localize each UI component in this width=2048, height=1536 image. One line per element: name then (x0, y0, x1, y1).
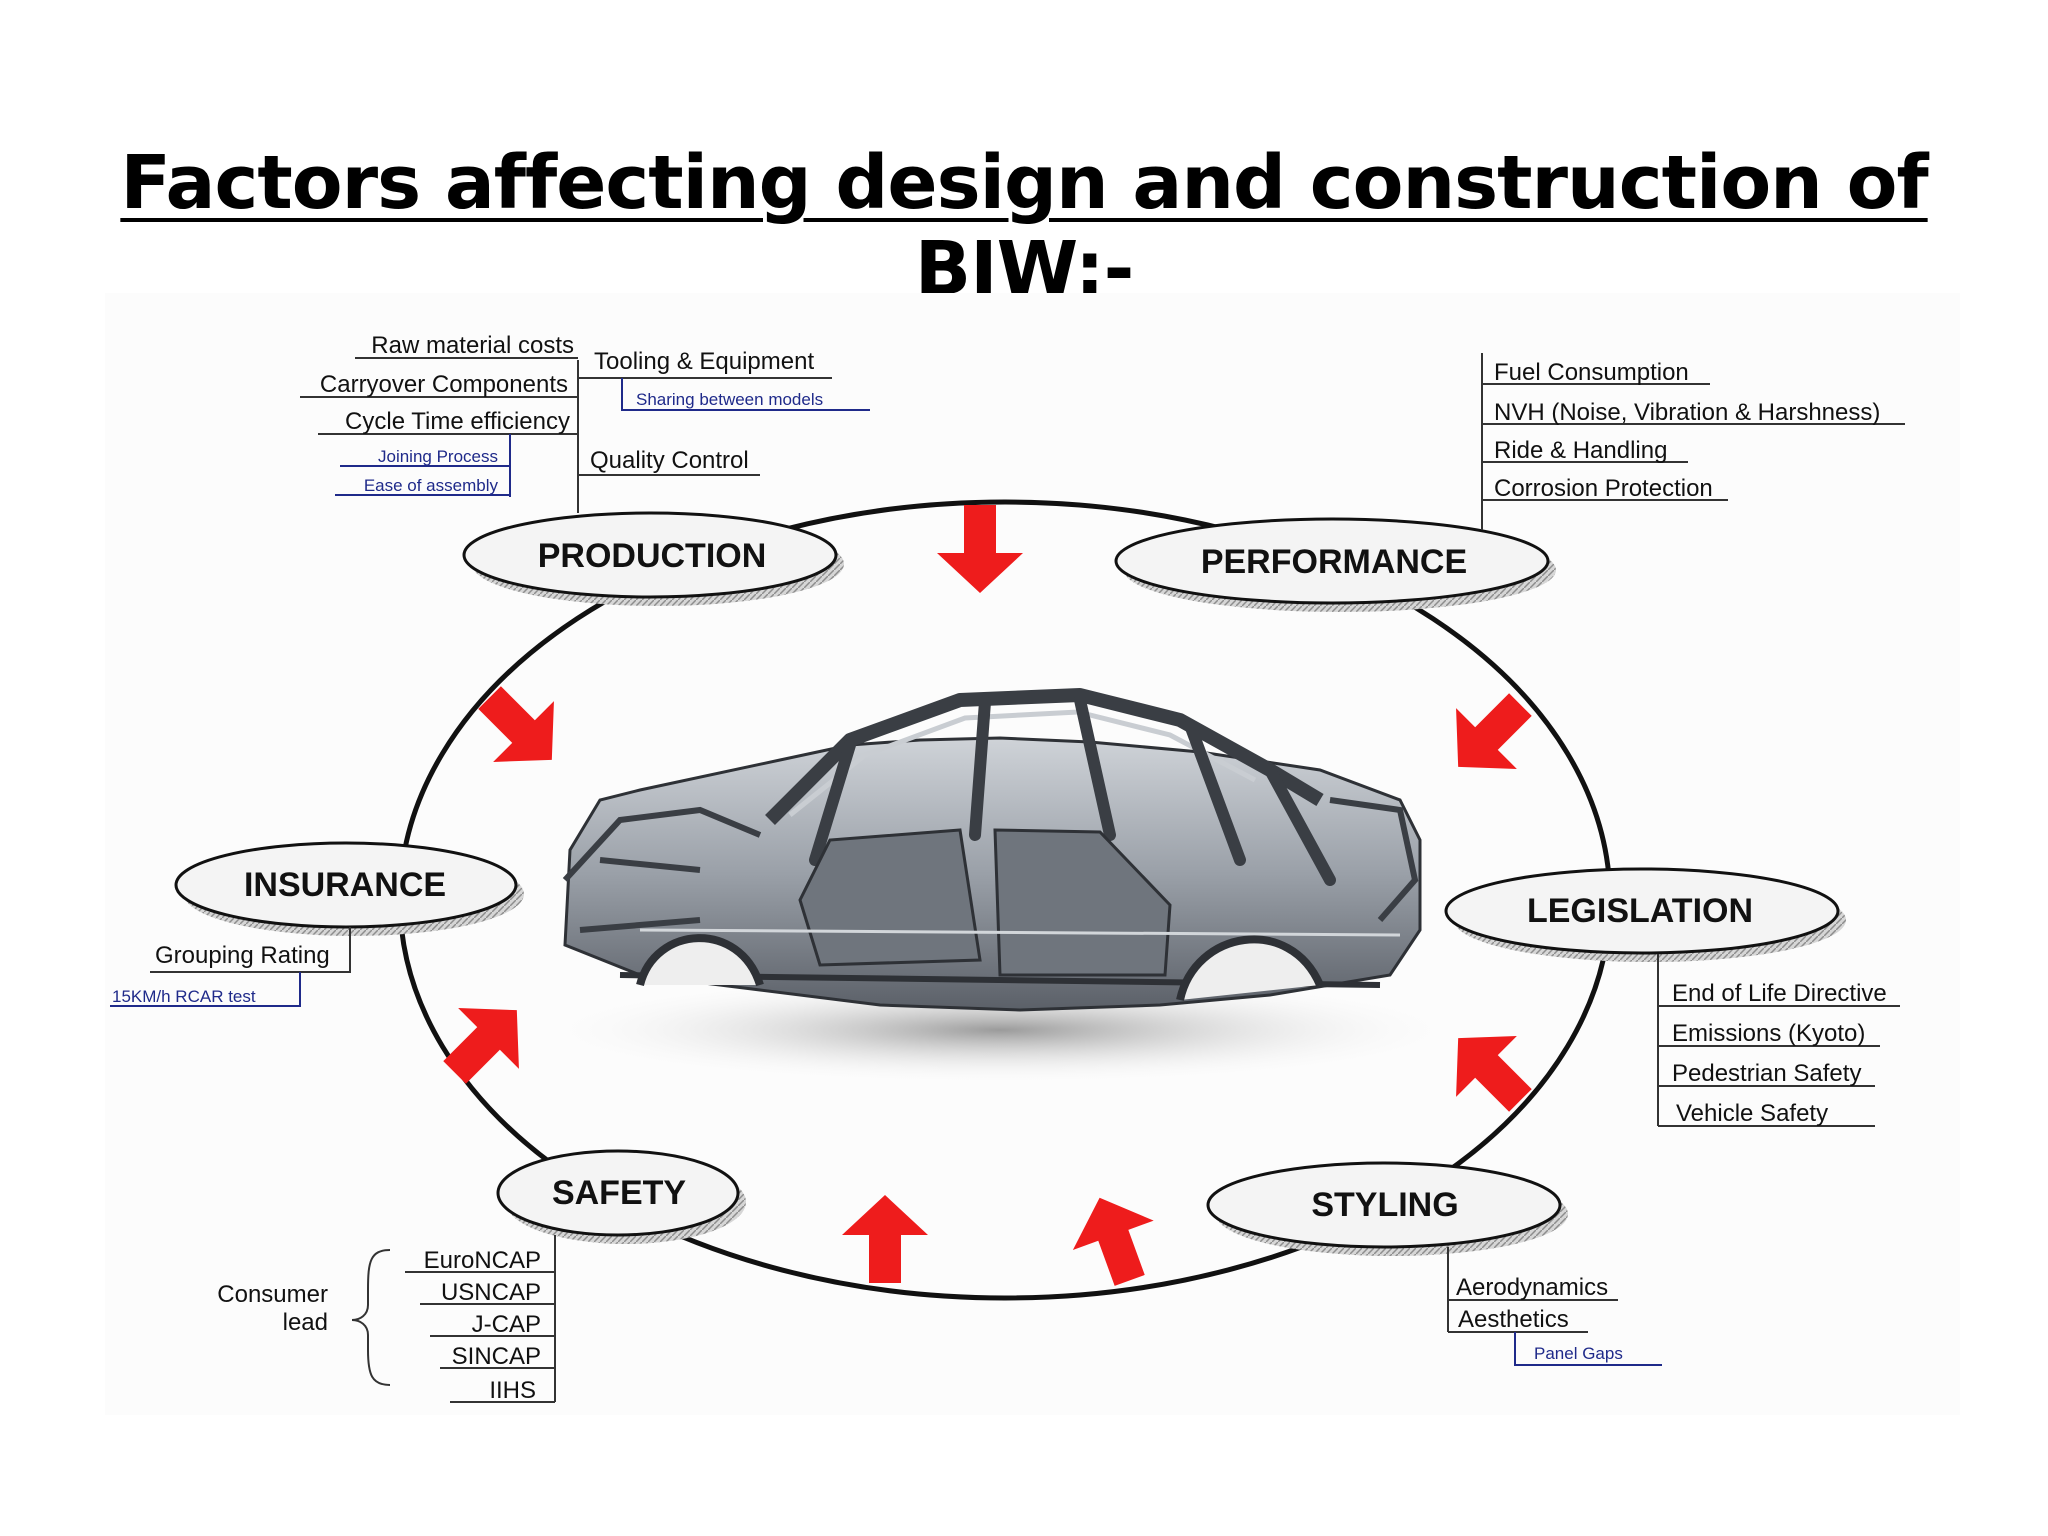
arrow-upper-left (478, 686, 554, 762)
legislation-branches (1657, 954, 1900, 1127)
styling-sub-panel-gaps: Panel Gaps (1534, 1344, 1623, 1363)
insurance-sub-rcar: 15KM/h RCAR test (112, 987, 256, 1006)
arrow-top (937, 505, 1023, 593)
production-item-raw-material: Raw material costs (371, 332, 574, 359)
production-item-cycle-time: Cycle Time efficiency (345, 408, 570, 435)
legislation-item-end-of-life: End of Life Directive (1672, 980, 1887, 1007)
car-body-in-white-illustration (530, 688, 1470, 1085)
styling-branches (1447, 1247, 1662, 1366)
safety-item-iihs: IIHS (489, 1377, 536, 1404)
arrow-group (443, 505, 1532, 1286)
arrow-bottom-right (1072, 1197, 1154, 1286)
safety-group-label-line1: Consumer (217, 1281, 328, 1308)
production-branches (300, 357, 870, 513)
production-sub-ease-assembly: Ease of assembly (364, 476, 499, 495)
performance-item-ride: Ride & Handling (1494, 437, 1667, 464)
hub-performance-label: PERFORMANCE (1201, 543, 1467, 581)
hub-insurance-label: INSURANCE (244, 866, 446, 904)
safety-item-jcap: J-CAP (472, 1311, 541, 1338)
performance-item-corrosion: Corrosion Protection (1494, 475, 1713, 502)
hub-production: PRODUCTION (462, 511, 844, 606)
hub-styling-label: STYLING (1311, 1186, 1458, 1224)
safety-item-euroncap: EuroNCAP (424, 1247, 541, 1274)
legislation-item-pedestrian: Pedestrian Safety (1672, 1060, 1861, 1087)
safety-branches (351, 1235, 556, 1403)
performance-item-fuel: Fuel Consumption (1494, 359, 1689, 386)
styling-item-aesthetics: Aesthetics (1458, 1306, 1569, 1333)
production-item-quality: Quality Control (590, 447, 749, 474)
safety-item-usncap: USNCAP (441, 1279, 541, 1306)
production-item-carryover: Carryover Components (320, 371, 568, 398)
hub-safety-label: SAFETY (552, 1174, 686, 1212)
hub-safety: SAFETY (496, 1149, 746, 1244)
hub-styling: STYLING (1206, 1161, 1568, 1256)
hub-insurance: INSURANCE (174, 841, 524, 936)
insurance-item-grouping: Grouping Rating (155, 942, 330, 969)
production-sub-joining: Joining Process (378, 447, 498, 466)
hub-legislation: LEGISLATION (1444, 867, 1846, 962)
arrow-lower-right (1456, 1036, 1532, 1112)
legislation-item-vehicle: Vehicle Safety (1676, 1100, 1828, 1127)
safety-item-sincap: SINCAP (452, 1343, 541, 1370)
hub-performance: PERFORMANCE (1114, 517, 1556, 612)
safety-group-label-line2: lead (283, 1309, 328, 1336)
production-sub-sharing: Sharing between models (636, 390, 823, 409)
arrow-upper-right (1456, 693, 1532, 769)
performance-item-nvh: NVH (Noise, Vibration & Harshness) (1494, 399, 1880, 426)
performance-branches (1481, 353, 1905, 530)
hub-production-label: PRODUCTION (538, 537, 767, 575)
arrow-bottom-left (842, 1195, 928, 1283)
insurance-branches (110, 927, 351, 1007)
slide-title: Factors affecting design and constructio… (120, 140, 1928, 312)
production-item-tooling: Tooling & Equipment (594, 348, 814, 375)
hub-legislation-label: LEGISLATION (1527, 892, 1753, 930)
legislation-item-emissions: Emissions (Kyoto) (1672, 1020, 1865, 1047)
arrow-lower-left (443, 1008, 519, 1084)
styling-item-aerodynamics: Aerodynamics (1456, 1274, 1608, 1301)
